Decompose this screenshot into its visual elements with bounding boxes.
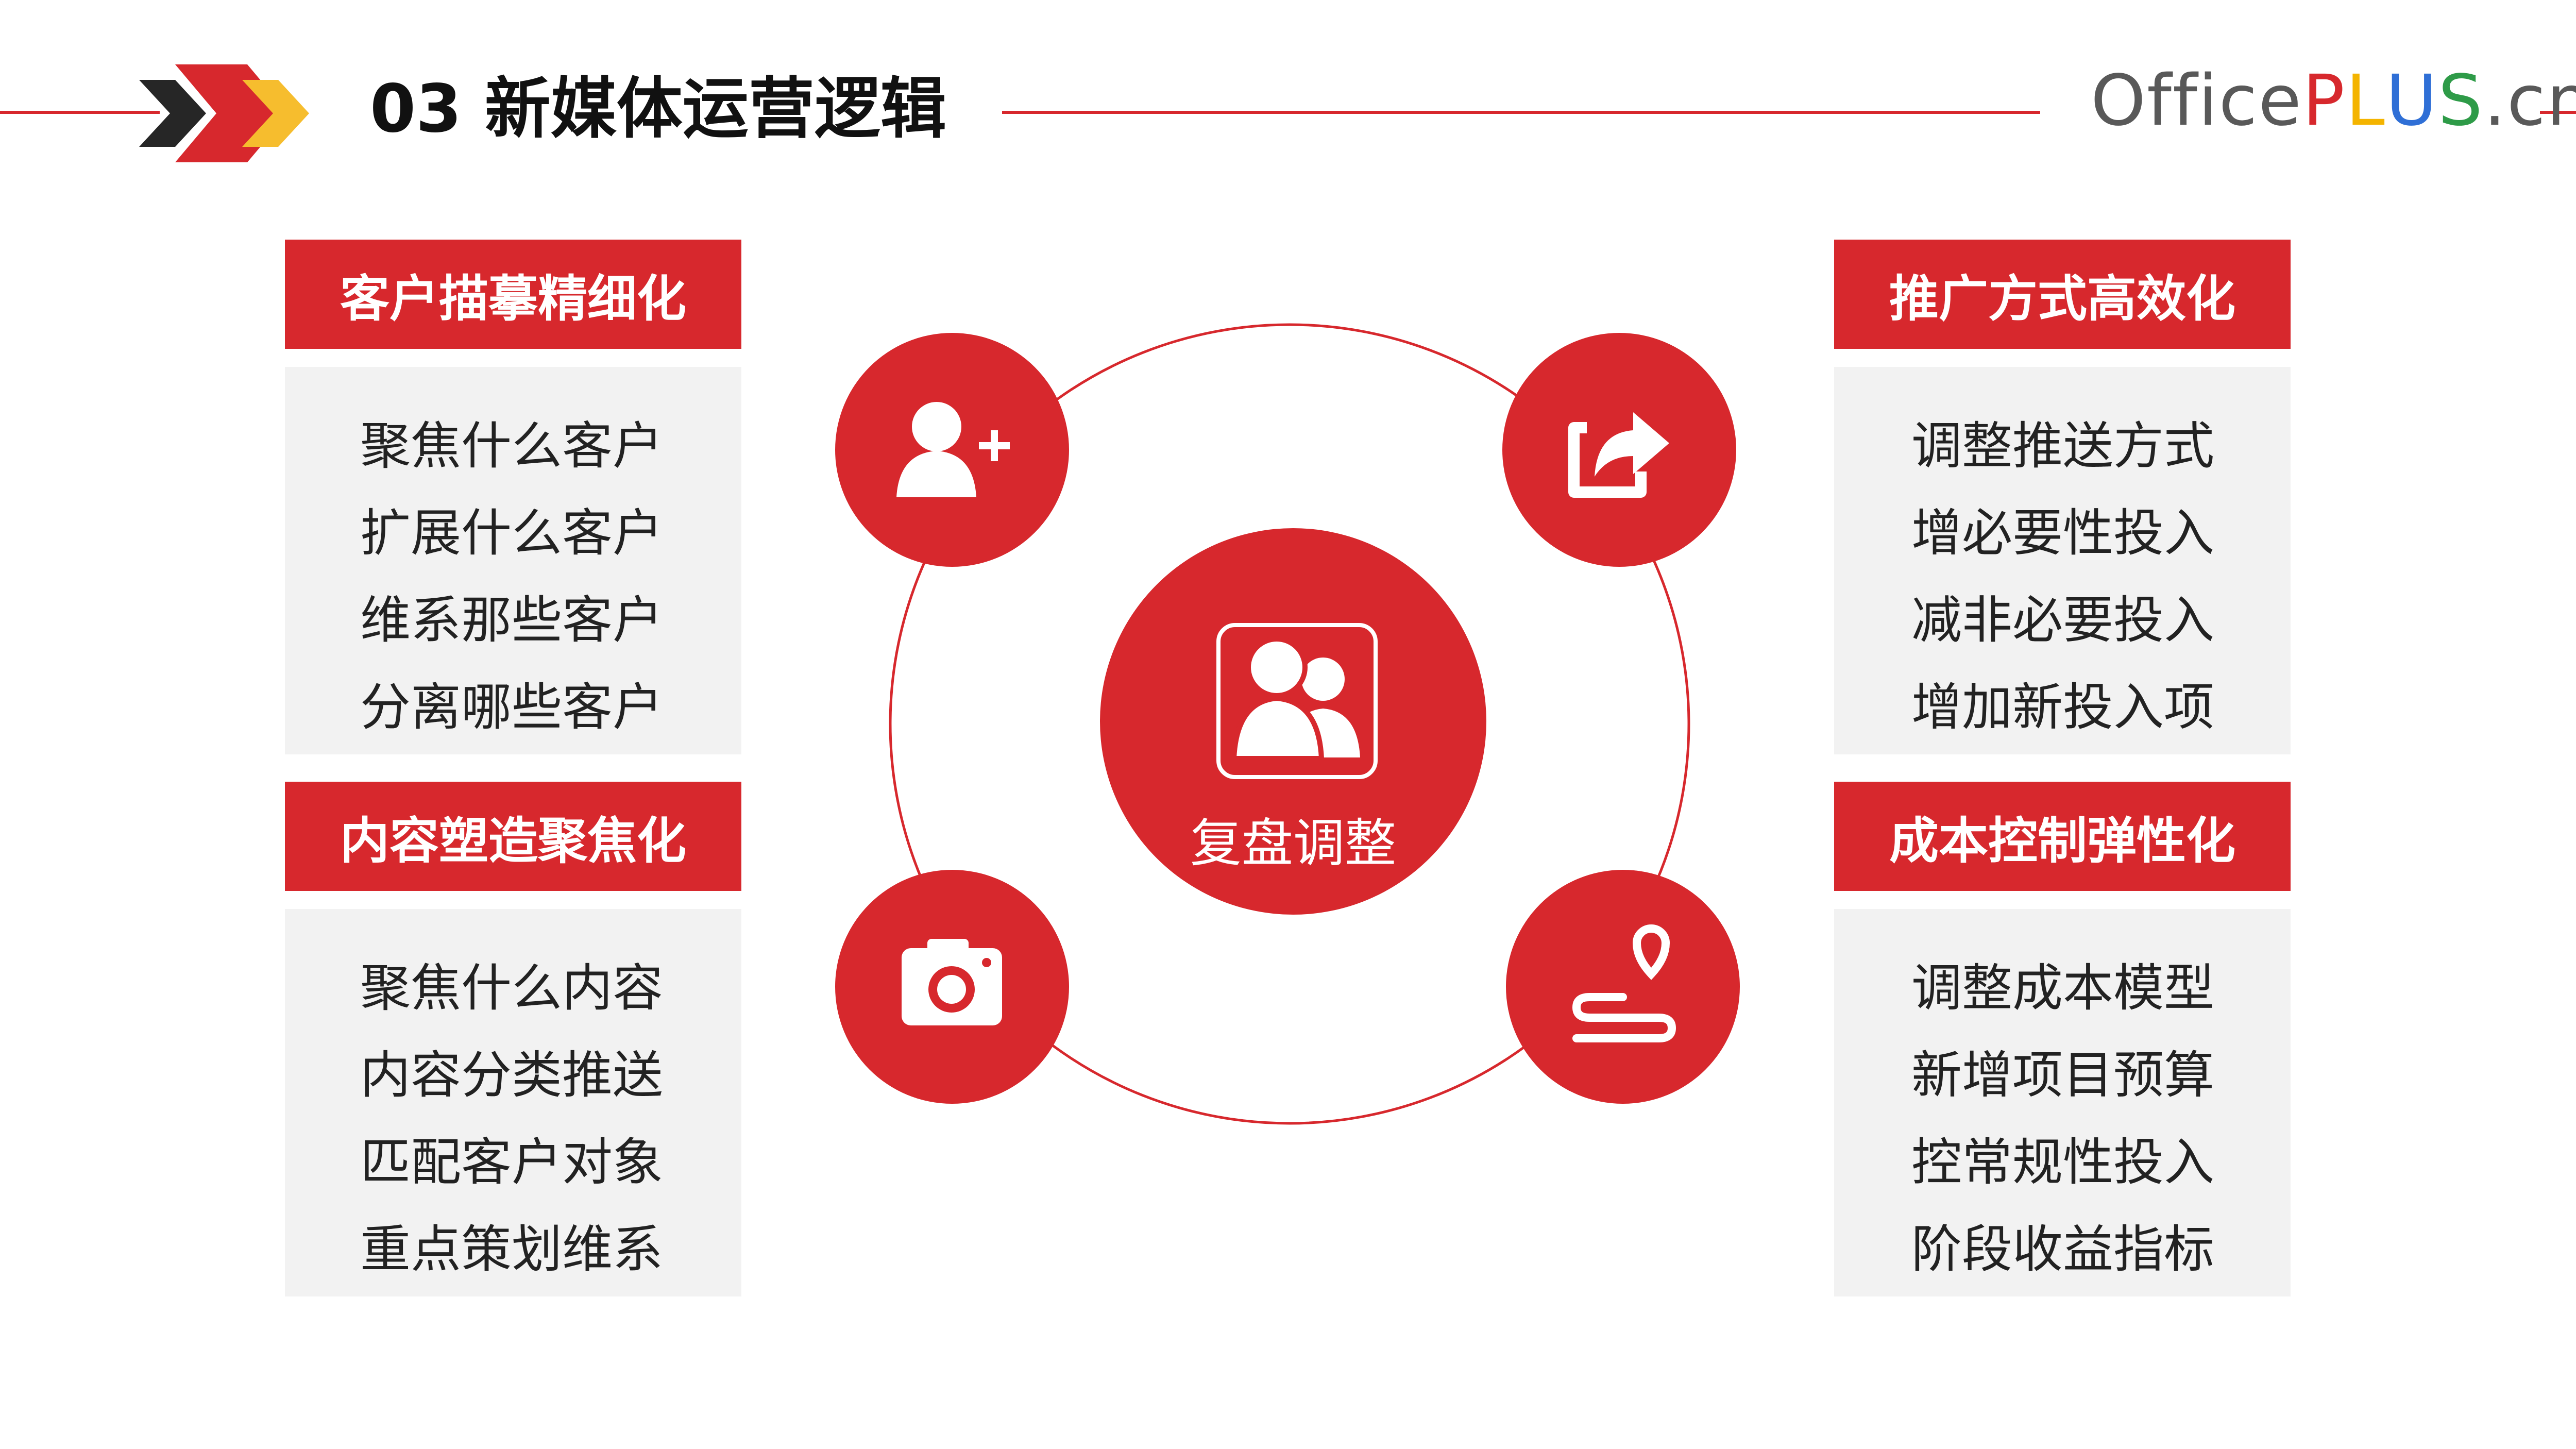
user-add-icon [896,402,1010,497]
brand-s: S [2438,60,2484,142]
list-item: 增必要性投入 [1911,504,2215,563]
users-group-icon [1216,623,1378,779]
list-item: 扩展什么客户 [360,504,664,563]
list-item: 控常规性投入 [1911,1133,2215,1192]
brand-l: L [2346,60,2386,142]
header-line-right [2540,111,2576,114]
satellite-circle-bottom-right [1506,870,1740,1104]
panel-list-content: 聚焦什么内容 内容分类推送 匹配客户对象 重点策划维系 [285,909,741,1296]
list-item: 维系那些客户 [360,591,664,650]
panel-list-cost: 调整成本模型 新增项目预算 控常规性投入 阶段收益指标 [1834,909,2291,1296]
list-item: 阶段收益指标 [1911,1220,2215,1279]
brand-p: P [2302,60,2346,142]
header-line-left [0,111,160,114]
panel-title-customer: 客户描摹精细化 [285,240,741,349]
list-item: 调整推送方式 [1911,417,2215,476]
route-icon [1572,924,1676,1042]
brand-logo: OfficePLUS.cn [2091,66,2576,136]
center-label: 复盘调整 [1190,813,1396,873]
panel-title-content: 内容塑造聚焦化 [285,782,741,891]
satellite-circle-top-left [835,333,1069,567]
page-title: 03 新媒体运营逻辑 [370,71,946,147]
list-item: 新增项目预算 [1911,1046,2215,1105]
panel-title-promotion: 推广方式高效化 [1834,240,2291,349]
list-item: 增加新投入项 [1911,678,2215,737]
brand-cn: .cn [2483,60,2576,142]
list-item: 内容分类推送 [360,1046,664,1105]
panel-list-promotion: 调整推送方式 增必要性投入 减非必要投入 增加新投入项 [1834,367,2291,754]
list-item: 匹配客户对象 [360,1133,664,1192]
list-item: 重点策划维系 [360,1220,664,1279]
camera-icon [902,939,1002,1025]
list-item: 减非必要投入 [1911,591,2215,650]
panel-title-cost: 成本控制弹性化 [1834,782,2291,891]
header-arrows-icon [139,64,309,162]
list-item: 聚焦什么内容 [360,959,664,1018]
list-item: 聚焦什么客户 [360,417,664,476]
brand-u: U [2385,60,2438,142]
list-item: 分离哪些客户 [360,678,664,737]
header-line-mid [1002,111,2040,114]
share-icon [1568,412,1669,498]
panel-list-customer: 聚焦什么客户 扩展什么客户 维系那些客户 分离哪些客户 [285,367,741,754]
list-item: 调整成本模型 [1911,959,2215,1018]
brand-office: Office [2091,60,2303,142]
orbit-ring [889,323,1690,1125]
